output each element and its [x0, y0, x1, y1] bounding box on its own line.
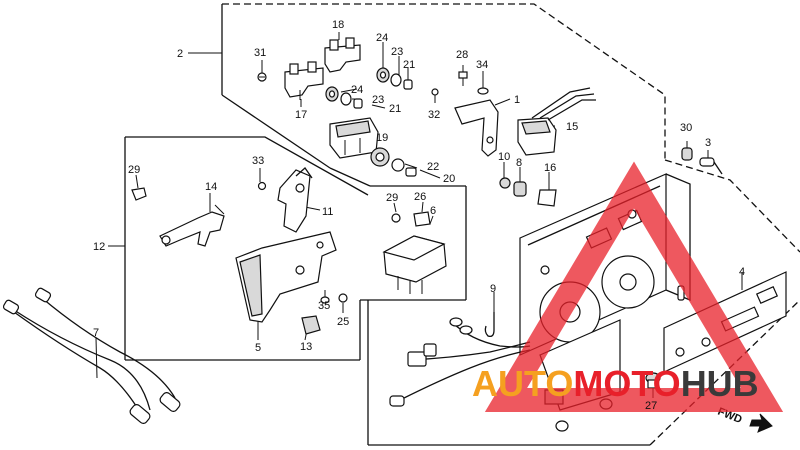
watermark-logo: AUTOMOTOHUB — [472, 161, 784, 412]
watermark-triangle-icon — [484, 161, 784, 412]
callout-28: 28 — [456, 49, 468, 61]
part-22-collar — [391, 158, 417, 177]
part-30-grommet — [681, 147, 693, 161]
callout-1: 1 — [514, 94, 520, 106]
part-8-collar — [513, 181, 527, 197]
callout-23a: 23 — [391, 46, 403, 58]
part-25-nut — [338, 293, 348, 303]
callout-9: 9 — [490, 283, 496, 295]
callout-6: 6 — [430, 205, 436, 217]
callout-3: 3 — [705, 137, 711, 149]
callout-27: 27 — [645, 400, 657, 412]
callout-35: 35 — [318, 300, 330, 312]
callout-13: 13 — [300, 341, 312, 353]
callout-17: 17 — [295, 109, 307, 121]
callout-24b: 24 — [351, 84, 363, 96]
callout-26: 26 — [414, 191, 426, 203]
part-21-nut-upper — [403, 79, 413, 90]
part-21-nut-lower — [353, 98, 363, 109]
callout-21a: 21 — [403, 59, 415, 71]
part-32-screw — [431, 88, 439, 96]
callout-29b: 29 — [386, 192, 398, 204]
callout-34: 34 — [476, 59, 488, 71]
callout-24a: 24 — [376, 32, 388, 44]
callout-14: 14 — [205, 181, 217, 193]
callout-7: 7 — [93, 327, 99, 339]
part-6-flasher — [382, 235, 447, 294]
watermark-auto: AUTO — [472, 363, 573, 404]
callout-11: 11 — [322, 206, 333, 218]
callout-23b: 23 — [372, 94, 384, 106]
part-23-collar-lower — [340, 92, 352, 106]
part-24-grommet-lower — [325, 86, 339, 102]
part-1-bracket — [454, 99, 499, 157]
callout-19: 19 — [376, 132, 388, 144]
part-18-relay-bracket — [324, 37, 361, 73]
callout-25: 25 — [337, 316, 349, 328]
fwd-arrow-icon — [749, 413, 773, 433]
callout-29a: 29 — [128, 164, 140, 176]
watermark-hub: HUB — [681, 363, 759, 404]
watermark-moto: MOTO — [573, 363, 680, 404]
part-35-collar — [320, 296, 330, 304]
part-31-screw — [257, 72, 267, 82]
callout-30: 30 — [680, 122, 692, 134]
part-33-screw — [257, 181, 267, 191]
callout-10: 10 — [498, 151, 510, 163]
part-16-clamp — [537, 189, 557, 207]
callout-4: 4 — [739, 266, 745, 278]
callout-8: 8 — [516, 157, 522, 169]
part-10-grommet — [499, 177, 511, 189]
callout-12: 12 — [93, 241, 105, 253]
callout-31: 31 — [254, 47, 266, 59]
callout-numbers: 1 2 3 4 5 6 7 8 9 10 11 12 13 14 15 16 1… — [93, 19, 745, 412]
part-20-grommet — [370, 147, 390, 167]
part-17-relay-bracket — [284, 61, 324, 100]
callout-5: 5 — [255, 342, 261, 354]
watermark-text: AUTOMOTOHUB — [472, 363, 759, 404]
callout-20: 20 — [443, 173, 455, 185]
part-28-bolt — [458, 71, 468, 86]
callout-32: 32 — [428, 109, 440, 121]
part-15-regulator — [517, 87, 596, 156]
part-13-grommet — [301, 315, 321, 335]
main-wiring-bundle — [389, 317, 531, 407]
part-19-relay — [329, 117, 379, 159]
group-boundaries — [124, 3, 800, 446]
part-24-grommet-upper — [376, 67, 390, 83]
part-11-bracket — [277, 167, 313, 233]
part-9-hook — [484, 312, 495, 338]
part-26-clip — [413, 211, 431, 227]
part-29-clip-left — [131, 187, 147, 201]
callout-22: 22 — [427, 161, 439, 173]
part-5-mount-bracket — [235, 231, 337, 323]
part-29-clip-right — [391, 213, 401, 223]
callout-21b: 21 — [389, 103, 401, 115]
part-34-washer — [477, 87, 489, 95]
callout-18: 18 — [332, 19, 344, 31]
part-3-fuse — [699, 157, 723, 175]
callout-33: 33 — [252, 155, 264, 167]
callout-16: 16 — [544, 162, 556, 174]
callout-15: 15 — [566, 121, 578, 133]
part-14-stay — [159, 204, 225, 247]
part-7-wire-harness — [2, 287, 181, 424]
part-23-collar-upper — [390, 73, 402, 87]
callout-2: 2 — [177, 48, 183, 60]
